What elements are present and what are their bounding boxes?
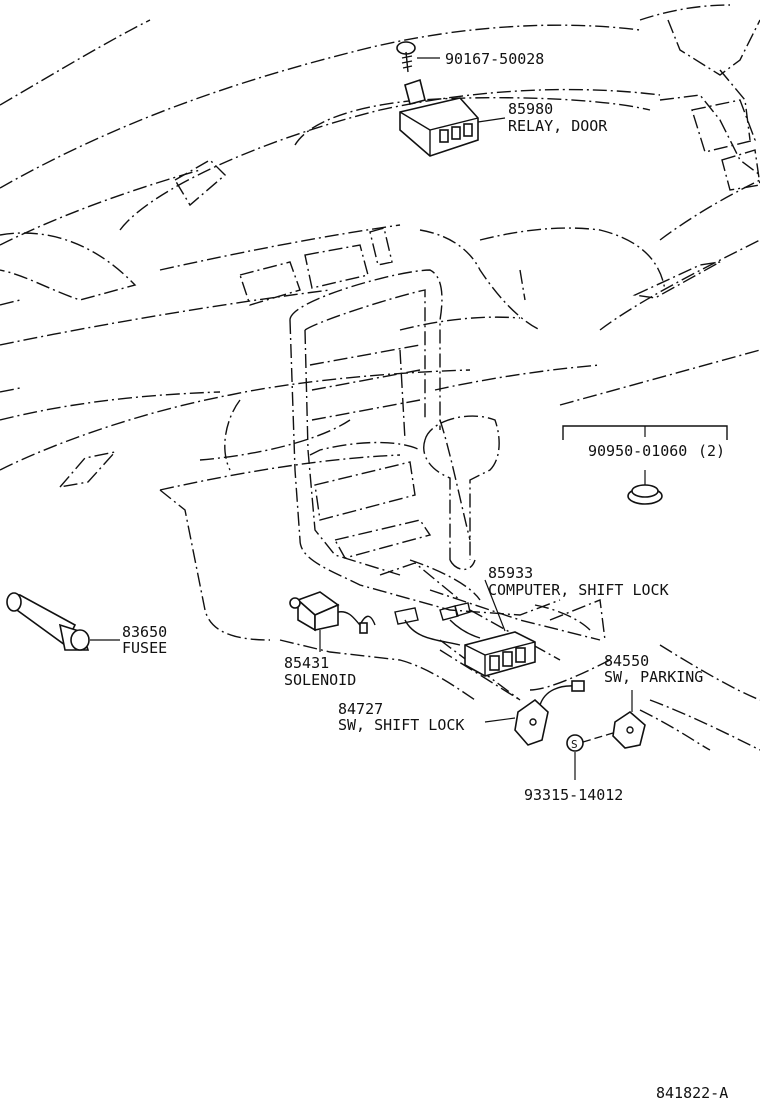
- fusee-number: 83650: [122, 623, 167, 641]
- solenoid-name: SOLENOID: [284, 671, 356, 689]
- screw-number: 90167-50028: [445, 50, 544, 68]
- plug-part: [562, 425, 728, 505]
- plug-number: 90950-01060: [588, 442, 687, 460]
- diagram-id: 841822-A: [656, 1084, 728, 1102]
- solenoid-number: 85431: [284, 654, 329, 672]
- relay-door-part: [399, 78, 506, 157]
- parking-switch-name: SW, PARKING: [604, 668, 703, 686]
- relay-name: RELAY, DOOR: [508, 117, 608, 135]
- fusee-name: FUSEE: [122, 639, 167, 657]
- clip-symbol: S: [571, 738, 578, 751]
- computer-name: COMPUTER, SHIFT LOCK: [488, 581, 669, 599]
- shift-lock-switch-part: [484, 680, 585, 746]
- plug-qty: (2): [698, 442, 725, 460]
- labels: 90167-50028 85980 RELAY, DOOR 90950-0106…: [122, 50, 728, 1102]
- clip-number: 93315-14012: [524, 786, 623, 804]
- parking-switch-part: [612, 690, 646, 749]
- screw-part: [396, 41, 440, 73]
- shift-lock-switch-name: SW, SHIFT LOCK: [338, 716, 464, 734]
- computer-number: 85933: [488, 564, 533, 582]
- solenoid-part: [289, 591, 376, 652]
- shift-lock-switch-number: 84727: [338, 700, 383, 718]
- dashboard-outline: [0, 4, 760, 751]
- fusee-part: [6, 592, 120, 651]
- clip-part: [566, 732, 614, 780]
- parking-switch-number: 84550: [604, 652, 649, 670]
- leader-lines: [279, 639, 521, 701]
- relay-number: 85980: [508, 100, 553, 118]
